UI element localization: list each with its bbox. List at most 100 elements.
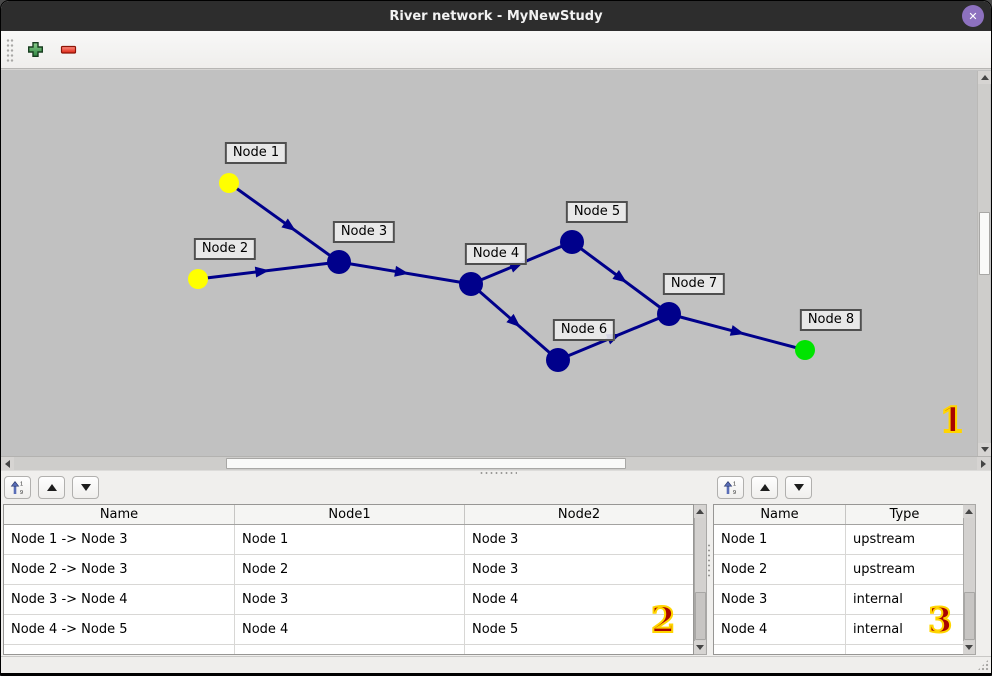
close-button[interactable]: ✕ <box>962 5 984 27</box>
table-cell[interactable]: upstream <box>846 525 963 555</box>
table-cell[interactable]: upstream <box>846 555 963 585</box>
svg-text:1: 1 <box>20 482 23 488</box>
nodes-move-up-button[interactable] <box>751 476 778 499</box>
arrow-up-icon <box>695 509 704 514</box>
horizontal-splitter-handle[interactable] <box>479 471 517 476</box>
vertical-splitter-handle[interactable] <box>707 543 712 577</box>
close-icon: ✕ <box>968 9 978 23</box>
arrow-up-icon <box>964 509 973 514</box>
table-cell[interactable]: Node 1 -> Node 3 <box>4 525 235 555</box>
column-header[interactable]: Name <box>4 505 235 524</box>
column-header[interactable]: Type <box>889 507 920 522</box>
node-circle[interactable] <box>560 230 584 254</box>
arrow-down-icon <box>980 447 989 452</box>
sort-icon: 1 9 <box>10 481 23 495</box>
svg-text:9: 9 <box>733 490 736 495</box>
edge-arrow-icon <box>506 313 521 328</box>
canvas-horizontal-scrollbar[interactable] <box>1 456 991 470</box>
edge-arrow-icon <box>281 218 296 232</box>
arrow-up-icon <box>980 75 989 80</box>
table-cell[interactable]: Node 2 <box>714 555 846 585</box>
table-cell[interactable]: Node 3 <box>714 585 846 615</box>
nodes-table-scrollbar[interactable] <box>963 504 976 655</box>
node-circle[interactable] <box>188 269 208 289</box>
node-label: Node 7 <box>662 273 726 295</box>
column-header[interactable]: Node1 <box>235 505 465 524</box>
scroll-up-button[interactable] <box>978 71 991 84</box>
remove-link-button[interactable] <box>56 38 80 62</box>
scroll-down-button[interactable] <box>963 641 974 654</box>
edge-arrow-icon <box>612 270 627 283</box>
table-cell[interactable]: Node 1 <box>235 525 465 555</box>
edge-line[interactable] <box>228 181 340 264</box>
links-table-scrollbar[interactable] <box>694 504 707 655</box>
empty-cell <box>235 645 465 654</box>
column-header[interactable]: Name <box>714 505 846 524</box>
node-label: Node 5 <box>565 201 629 223</box>
node-circle[interactable] <box>657 302 681 326</box>
svg-text:1: 1 <box>733 482 736 488</box>
links-toolbar: 1 9 <box>4 476 99 499</box>
column-header[interactable]: Node2 <box>557 507 601 522</box>
table-cell[interactable]: Node 2 -> Node 3 <box>4 555 235 585</box>
node-circle[interactable] <box>546 348 570 372</box>
scroll-up-button[interactable] <box>694 505 705 518</box>
nodes-sort-button[interactable]: 1 9 <box>717 476 744 499</box>
table-cell[interactable]: internal <box>846 585 963 615</box>
table-cell[interactable]: Node 3 <box>465 525 693 555</box>
edge-arrow-icon <box>254 266 270 278</box>
vertical-scroll-thumb[interactable] <box>695 592 706 640</box>
empty-cell <box>4 645 235 654</box>
table-cell[interactable]: Node 3 <box>235 585 465 615</box>
vertical-scroll-thumb[interactable] <box>979 212 990 275</box>
vertical-scroll-thumb[interactable] <box>964 592 975 640</box>
nodes-move-down-button[interactable] <box>785 476 812 499</box>
table-cell[interactable]: Node 4 <box>235 615 465 645</box>
table-cell[interactable]: Node 1 <box>714 525 846 555</box>
canvas-vertical-scrollbar[interactable] <box>977 71 991 456</box>
scroll-down-button[interactable] <box>978 443 991 456</box>
window-title: River network - MyNewStudy <box>389 8 603 24</box>
links-move-down-button[interactable] <box>72 476 99 499</box>
arrow-left-icon <box>5 459 10 468</box>
table-cell[interactable]: internal <box>846 615 963 645</box>
table-cell[interactable]: Node 4 -> Node 5 <box>4 615 235 645</box>
node-circle[interactable] <box>795 340 815 360</box>
table-cell[interactable]: Node 2 <box>235 555 465 585</box>
node-label: Node 1 <box>224 142 288 164</box>
node-circle[interactable] <box>459 272 483 296</box>
table-cell[interactable]: Node 4 <box>714 615 846 645</box>
nodes-toolbar: 1 9 <box>717 476 812 499</box>
toolbar-drag-handle[interactable] <box>6 37 14 62</box>
node-circle[interactable] <box>219 173 239 193</box>
edge-arrow-icon <box>729 325 745 336</box>
window-resize-grip[interactable] <box>977 659 989 671</box>
table-cell[interactable]: Node 5 <box>465 615 693 645</box>
empty-cell <box>846 645 963 654</box>
table-cell[interactable]: Node 4 <box>465 585 693 615</box>
scroll-up-button[interactable] <box>963 505 974 518</box>
links-sort-button[interactable]: 1 9 <box>4 476 31 499</box>
table-cell[interactable]: Node 3 <box>465 555 693 585</box>
links-move-up-button[interactable] <box>38 476 65 499</box>
scroll-down-button[interactable] <box>694 641 705 654</box>
empty-cell <box>714 645 846 654</box>
node-circle[interactable] <box>327 250 351 274</box>
scroll-left-button[interactable] <box>1 457 14 470</box>
horizontal-scroll-thumb[interactable] <box>226 458 626 469</box>
table-cell[interactable]: Node 3 -> Node 4 <box>4 585 235 615</box>
scroll-right-button[interactable] <box>977 457 990 470</box>
add-link-button[interactable] <box>23 38 47 62</box>
